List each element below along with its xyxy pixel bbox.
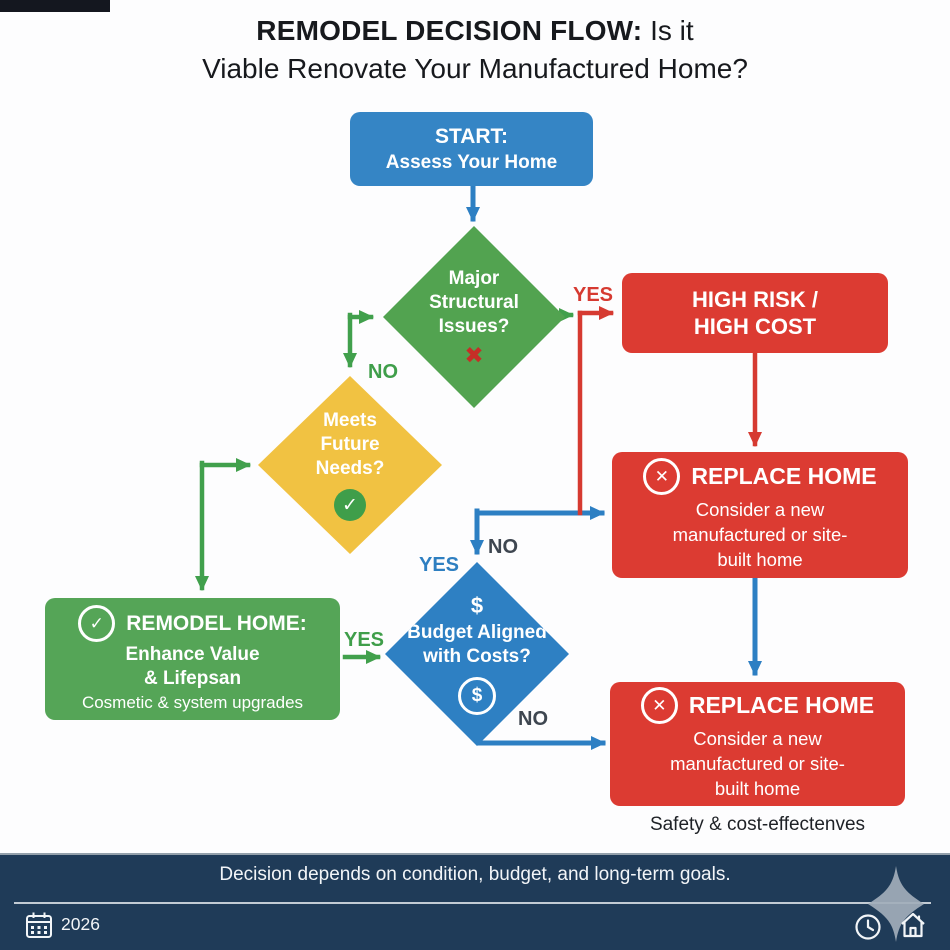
- node-replace-bottom: ✕ REPLACE HOME Consider a new manufactur…: [610, 682, 905, 806]
- calendar-icon: [26, 912, 52, 938]
- remodel-line3: & Lifepsan: [143, 668, 242, 689]
- circled-check-icon: ✓: [78, 605, 116, 642]
- green-check-icon: ✓: [334, 489, 366, 521]
- top-left-strip: [0, 0, 110, 12]
- circled-dollar-icon: $: [458, 676, 496, 715]
- replace-top-body: Consider a new manufactured or site-buil…: [672, 499, 848, 570]
- label-budget-entry-yes: YES: [419, 554, 460, 576]
- node-remodel: ✓ REMODEL HOME: Enhance Value & Lifepsan…: [45, 598, 340, 720]
- circled-x-icon: ✕: [643, 458, 681, 495]
- circled-x-icon: ✕: [640, 687, 678, 724]
- node-high-risk: HIGH RISK / HIGH COST: [622, 273, 888, 353]
- label-structural-no: NO: [368, 361, 398, 383]
- high-risk-line2: HIGH COST: [693, 314, 817, 339]
- start-line1: START:: [434, 124, 509, 148]
- budget-question: Budget Aligned with Costs?: [407, 621, 547, 667]
- sparkle-icon: [868, 866, 924, 942]
- page-title: REMODEL DECISION FLOW: Is it Viable Reno…: [0, 12, 950, 88]
- replace-top-title: REPLACE HOME: [691, 463, 877, 489]
- future-question: Meets Future Needs?: [315, 410, 385, 479]
- node-start: START: Assess Your Home: [350, 112, 593, 186]
- title-rest: Is it: [642, 15, 694, 46]
- replace-bottom-title: REPLACE HOME: [688, 692, 875, 718]
- label-remodel-yes: YES: [344, 629, 385, 651]
- footer-bar: [0, 853, 950, 950]
- remodel-body: Cosmetic & system upgrades: [81, 693, 304, 712]
- structural-question: Major Structural Issues?: [429, 268, 519, 337]
- home-icon: [901, 912, 925, 938]
- footer-divider: [14, 902, 931, 904]
- title-bold: REMODEL DECISION FLOW:: [256, 15, 643, 46]
- label-budget-entry-no: NO: [488, 536, 518, 558]
- remodel-line2: Enhance Value: [125, 644, 260, 665]
- clock-icon: [855, 914, 881, 940]
- label-structural-yes: YES: [573, 284, 614, 306]
- safety-caption: Safety & cost-effectenves: [649, 814, 866, 835]
- title-line1: REMODEL DECISION FLOW: Is it: [0, 12, 950, 50]
- start-line2: Assess Your Home: [385, 151, 558, 173]
- remodel-title: REMODEL HOME:: [126, 611, 307, 635]
- title-line2: Viable Renovate Your Manufactured Home?: [202, 53, 748, 84]
- high-risk-line1: HIGH RISK /: [692, 287, 818, 312]
- footer-message: Decision depends on condition, budget, a…: [219, 864, 731, 885]
- footer-year: 2026: [61, 914, 100, 934]
- replace-bottom-body: Consider a new manufactured or site-buil…: [670, 728, 845, 799]
- dollar-text: $: [470, 592, 484, 618]
- label-budget-no: NO: [518, 708, 548, 730]
- node-replace-top: ✕ REPLACE HOME Consider a new manufactur…: [612, 452, 908, 578]
- red-x-icon: ✖: [464, 342, 484, 368]
